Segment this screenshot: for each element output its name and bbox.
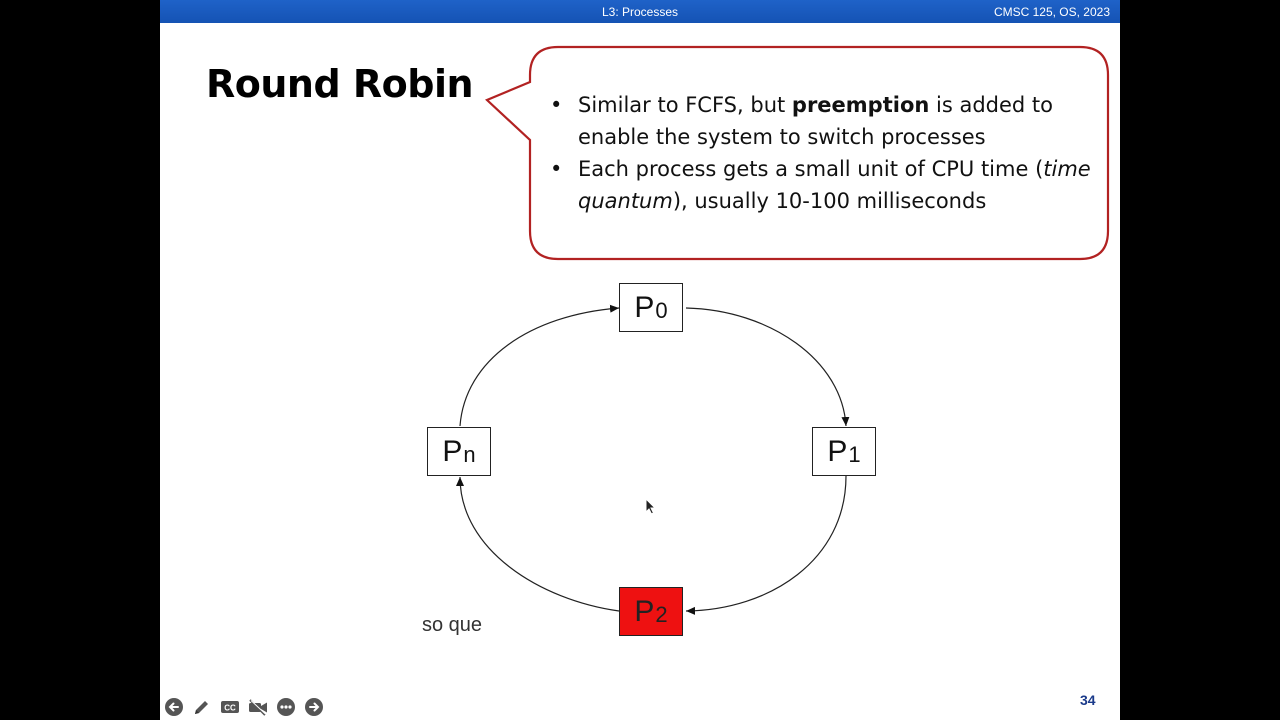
- arrow-p1-to-p2: [685, 475, 847, 615]
- bullet-dot: •: [550, 157, 563, 181]
- pen-tool-button[interactable]: [191, 696, 213, 718]
- node-subscript: 0: [655, 297, 668, 323]
- round-robin-diagram: [456, 304, 850, 615]
- bullet-2-italic: time quantum: [578, 157, 1091, 213]
- callout-text: • Similar to FCFS, but preemption is add…: [550, 89, 1110, 217]
- previous-slide-icon: [165, 698, 183, 716]
- presentation-controls: CC: [163, 696, 325, 718]
- bullet-1-bold: preemption: [791, 93, 930, 117]
- node-letter: P: [634, 290, 655, 324]
- node-subscript: n: [463, 441, 476, 467]
- slide: L3: Processes CMSC 125, OS, 2023 Round R…: [160, 0, 1120, 720]
- cc-label: CC: [224, 704, 236, 713]
- bullet-preemption: • Similar to FCFS, but preemption is add…: [550, 89, 1110, 153]
- arrow-p0-to-p1: [685, 307, 850, 427]
- top-bar: L3: Processes CMSC 125, OS, 2023: [160, 0, 1120, 23]
- slide-title: Round Robin: [206, 62, 474, 106]
- caption-text: so que: [422, 614, 483, 636]
- next-slide-button[interactable]: [303, 696, 325, 718]
- arrow-pn-to-p0: [459, 304, 620, 427]
- course-label: CMSC 125, OS, 2023: [993, 5, 1110, 19]
- pen-icon: [195, 701, 208, 714]
- bullet-dot: •: [550, 93, 563, 117]
- closed-captions-icon: CC: [221, 701, 239, 713]
- bullet-1-text-a: Similar to FCFS, but: [578, 93, 792, 117]
- more-options-button[interactable]: [275, 696, 297, 718]
- bullet-2-text-b: ), usually 10-100 milliseconds: [672, 189, 987, 213]
- more-options-icon: [277, 698, 295, 716]
- camera-off-icon: [249, 699, 267, 716]
- next-slide-icon: [305, 698, 323, 716]
- page-number: 34: [1080, 692, 1096, 708]
- node-subscript: 2: [655, 601, 668, 627]
- bullet-1-text-b: is added to enable the system to switch …: [578, 93, 1053, 149]
- node-letter: P: [634, 594, 655, 628]
- camera-toggle-button[interactable]: [247, 696, 269, 718]
- bullet-2-text-a: Each process gets a small unit of CPU ti…: [578, 157, 1044, 181]
- callout-bubble: [485, 45, 1110, 261]
- closed-captions-button[interactable]: CC: [219, 696, 241, 718]
- lecture-title: L3: Processes: [601, 5, 679, 19]
- node-subscript: 1: [848, 441, 861, 467]
- previous-slide-button[interactable]: [163, 696, 185, 718]
- node-letter: P: [827, 434, 848, 468]
- mouse-cursor-icon: [645, 498, 657, 515]
- bullet-time-quantum: • Each process gets a small unit of CPU …: [550, 153, 1110, 217]
- arrow-p2-to-pn: [456, 476, 620, 612]
- node-letter: P: [442, 434, 463, 468]
